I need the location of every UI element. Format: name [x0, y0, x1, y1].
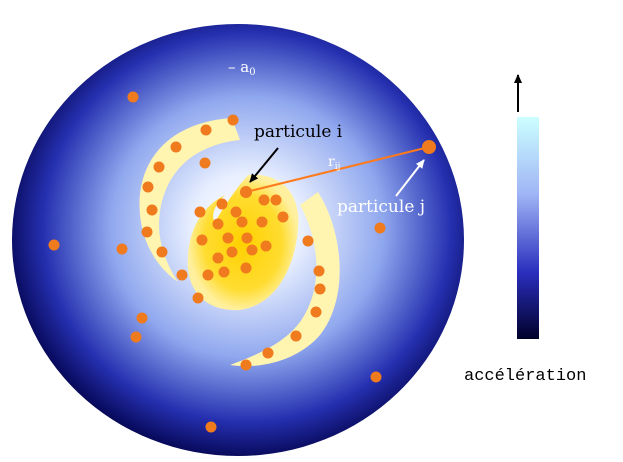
particle — [136, 312, 148, 324]
particle — [236, 216, 248, 228]
particle — [48, 239, 60, 251]
particle — [212, 218, 224, 230]
particle — [270, 194, 282, 206]
particle — [156, 246, 168, 258]
spiral-arm-upper — [139, 118, 240, 282]
particle — [260, 240, 272, 252]
particle — [216, 198, 228, 210]
particle — [194, 206, 206, 218]
particle — [202, 269, 214, 281]
particle-i-marker — [240, 186, 252, 198]
a0-label: – a0 — [228, 58, 256, 78]
particle-j-marker — [422, 140, 436, 154]
acceleration-colorbar — [517, 117, 539, 339]
particles-group — [48, 91, 386, 433]
particle — [258, 194, 270, 206]
particle — [230, 206, 242, 218]
spiral-arm-lower — [230, 192, 340, 367]
particle — [262, 347, 274, 359]
particle — [218, 266, 230, 278]
particle — [153, 161, 165, 173]
particle — [200, 124, 212, 136]
colorbar-caption: accélération — [464, 367, 586, 386]
particle — [277, 211, 289, 223]
particle — [290, 330, 302, 342]
particle — [227, 114, 239, 126]
particle — [141, 226, 153, 238]
particle — [241, 232, 253, 244]
particle — [370, 371, 382, 383]
particle — [127, 91, 139, 103]
particle — [196, 234, 208, 246]
particle — [374, 222, 386, 234]
particle — [313, 265, 325, 277]
particle — [240, 359, 252, 371]
particle — [310, 306, 322, 318]
particle — [212, 252, 224, 264]
particle — [142, 181, 154, 193]
particle — [176, 269, 188, 281]
galaxy-core — [187, 174, 299, 311]
particle — [256, 216, 268, 228]
particle — [314, 283, 326, 295]
particle — [146, 204, 158, 216]
particle — [205, 421, 217, 433]
particle-j-arrow — [395, 159, 425, 197]
particle — [130, 331, 142, 343]
particle — [240, 262, 252, 274]
particle — [222, 232, 234, 244]
rij-label: rij — [328, 154, 340, 172]
particle-i-label: particule i — [254, 122, 343, 142]
particle-i-arrow — [249, 147, 279, 183]
rij-vector-line — [245, 146, 430, 193]
particle — [246, 244, 258, 256]
particle — [226, 246, 238, 258]
particle-j-label: particule j — [337, 197, 425, 217]
particle — [199, 157, 211, 169]
particle — [170, 141, 182, 153]
particle — [302, 235, 314, 247]
particle — [116, 243, 128, 255]
particle — [192, 292, 204, 304]
